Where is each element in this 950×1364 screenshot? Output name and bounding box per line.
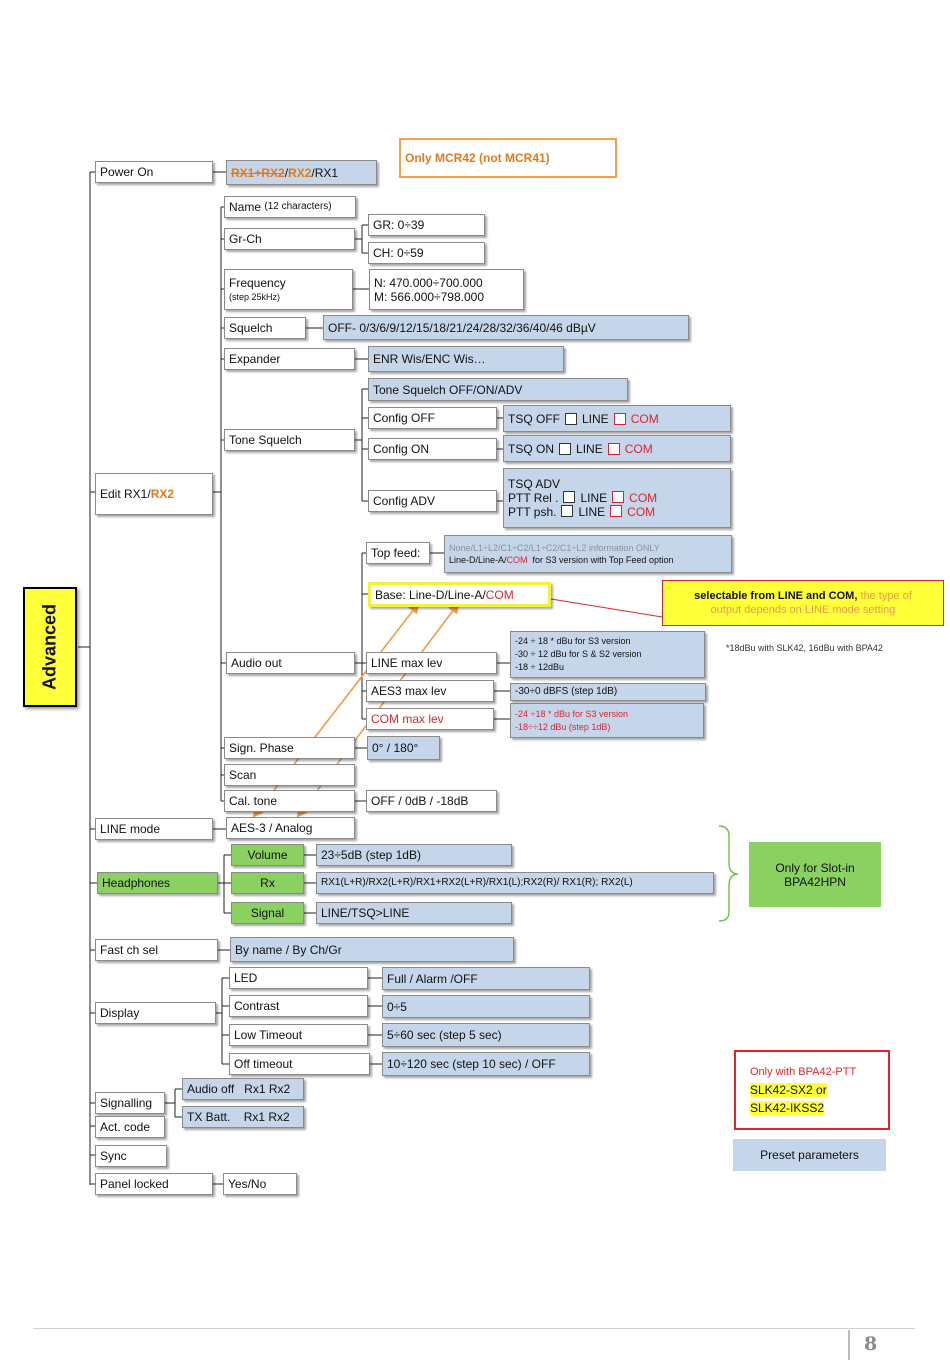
checkbox-line[interactable] <box>563 491 576 503</box>
config-adv-node[interactable]: Config ADV <box>368 490 497 512</box>
fast-ch-sel-node[interactable]: Fast ch sel <box>95 939 218 961</box>
low-timeout-node[interactable]: Low Timeout <box>229 1024 368 1046</box>
act-code-node[interactable]: Act. code <box>95 1116 165 1138</box>
frequency-values: N: 470.000÷700.000 M: 566.000÷798.000 <box>369 269 524 310</box>
contrast-node[interactable]: Contrast <box>229 995 368 1017</box>
top-feed-node[interactable]: Top feed: <box>366 542 430 564</box>
com-max-lev-values: -24 ÷18 * dBu for S3 version -18÷÷12 dBu… <box>510 703 704 738</box>
ch-value: CH: 0÷59 <box>368 242 485 264</box>
squelch-values: OFF- 0/3/6/9/12/15/18/21/24/28/32/36/40/… <box>323 315 689 340</box>
signal-node[interactable]: Signal <box>231 902 304 924</box>
checkbox-com[interactable] <box>607 442 620 455</box>
sign-phase-values: 0° / 180° <box>367 736 440 760</box>
contrast-values: 0÷5 <box>382 995 590 1018</box>
expander-node[interactable]: Expander <box>224 348 355 370</box>
tone-squelch-values: Tone Squelch OFF/ON/ADV <box>368 378 628 401</box>
power-on-values: RX1+RX2/RX2/RX1 <box>226 160 377 185</box>
expander-values: ENR Wis/ENC Wis… <box>368 346 564 372</box>
tone-squelch-node[interactable]: Tone Squelch <box>224 429 355 451</box>
off-timeout-values: 10÷120 sec (step 10 sec) / OFF <box>382 1052 590 1076</box>
checkbox-line[interactable] <box>561 505 574 517</box>
signalling-node[interactable]: Signalling <box>95 1092 165 1114</box>
line-max-lev-values: -24 ÷ 18 * dBu for S3 version -30 ÷ 12 d… <box>510 631 705 678</box>
panel-locked-node[interactable]: Panel locked <box>95 1173 213 1195</box>
rx-node[interactable]: Rx <box>231 872 304 894</box>
signal-values: LINE/TSQ>LINE <box>316 902 512 924</box>
cal-tone-node[interactable]: Cal. tone <box>224 790 355 812</box>
rx-values: RX1(L+R)/RX2(L+R)/RX1+RX2(L+R)/RX1(L);RX… <box>316 872 714 894</box>
headphones-node[interactable]: Headphones <box>97 872 218 894</box>
line-mode-node[interactable]: LINE mode <box>95 818 213 840</box>
aes3-max-lev-values: -30÷0 dBFS (step 1dB) <box>510 683 706 701</box>
volume-node[interactable]: Volume <box>231 844 304 866</box>
line-max-lev-node[interactable]: LINE max lev <box>366 652 497 674</box>
fast-ch-sel-values: By name / By Ch/Gr <box>230 937 514 962</box>
power-on-node[interactable]: Power On <box>95 161 213 183</box>
tx-batt-node[interactable]: TX Batt. Rx1 Rx2 <box>182 1106 304 1128</box>
checkbox-line[interactable] <box>565 412 577 425</box>
checkbox-com[interactable] <box>612 491 625 503</box>
line-max-lev-footnote: *18dBu with SLK42, 16dBu with BPA42 <box>726 643 883 653</box>
sync-node[interactable]: Sync <box>95 1145 167 1167</box>
volume-values: 23÷5dB (step 1dB) <box>316 844 512 866</box>
selectable-note: selectable from LINE and COM, the type o… <box>662 580 944 626</box>
footer-rule <box>33 1328 915 1329</box>
checkbox-com[interactable] <box>610 505 623 517</box>
frequency-node[interactable]: Frequency (step 25kHz) <box>224 269 353 310</box>
off-timeout-node[interactable]: Off timeout <box>229 1053 370 1075</box>
only-bpa42-note: Only with BPA42-PTT SLK42-SX2 or SLK42-I… <box>734 1050 890 1130</box>
config-on-node[interactable]: Config ON <box>368 438 497 460</box>
name-node[interactable]: Name (12 characters) <box>224 196 356 218</box>
advanced-root: Advanced <box>23 587 77 707</box>
edit-rx-node[interactable]: Edit RX1/RX2 <box>95 473 213 515</box>
top-feed-values: None/L1÷L2/C1÷C2/L1÷C2/C1÷L2 information… <box>444 535 732 573</box>
line-mode-values: AES-3 / Analog <box>226 817 355 839</box>
scan-node[interactable]: Scan <box>224 764 355 786</box>
panel-locked-values: Yes/No <box>223 1173 297 1195</box>
only-slot-in-note: Only for Slot-in BPA42HPN <box>749 842 881 907</box>
led-values: Full / Alarm /OFF <box>382 967 590 990</box>
com-max-lev-node[interactable]: COM max lev <box>366 708 494 730</box>
only-mcr42-note: Only MCR42 (not MCR41) <box>399 138 617 178</box>
checkbox-line[interactable] <box>559 442 572 455</box>
gr-value: GR: 0÷39 <box>368 214 485 236</box>
config-off-node[interactable]: Config OFF <box>368 407 497 429</box>
low-timeout-values: 5÷60 sec (step 5 sec) <box>382 1023 590 1047</box>
display-node[interactable]: Display <box>95 1002 216 1024</box>
aes3-max-lev-node[interactable]: AES3 max lev <box>366 680 494 702</box>
page-number: 8 <box>848 1330 888 1360</box>
audio-out-node[interactable]: Audio out <box>226 652 355 674</box>
legend-preset-parameters: Preset parameters <box>733 1139 886 1171</box>
audio-off-node[interactable]: Audio off Rx1 Rx2 <box>182 1078 304 1100</box>
checkbox-com[interactable] <box>613 412 626 425</box>
squelch-node[interactable]: Squelch <box>224 317 306 339</box>
cal-tone-values: OFF / 0dB / -18dB <box>366 790 497 812</box>
led-node[interactable]: LED <box>229 967 368 989</box>
base-node[interactable]: Base: Line-D/Line-A/COM <box>368 582 551 607</box>
gr-ch-node[interactable]: Gr-Ch <box>224 228 355 250</box>
sign-phase-node[interactable]: Sign. Phase <box>224 737 355 759</box>
